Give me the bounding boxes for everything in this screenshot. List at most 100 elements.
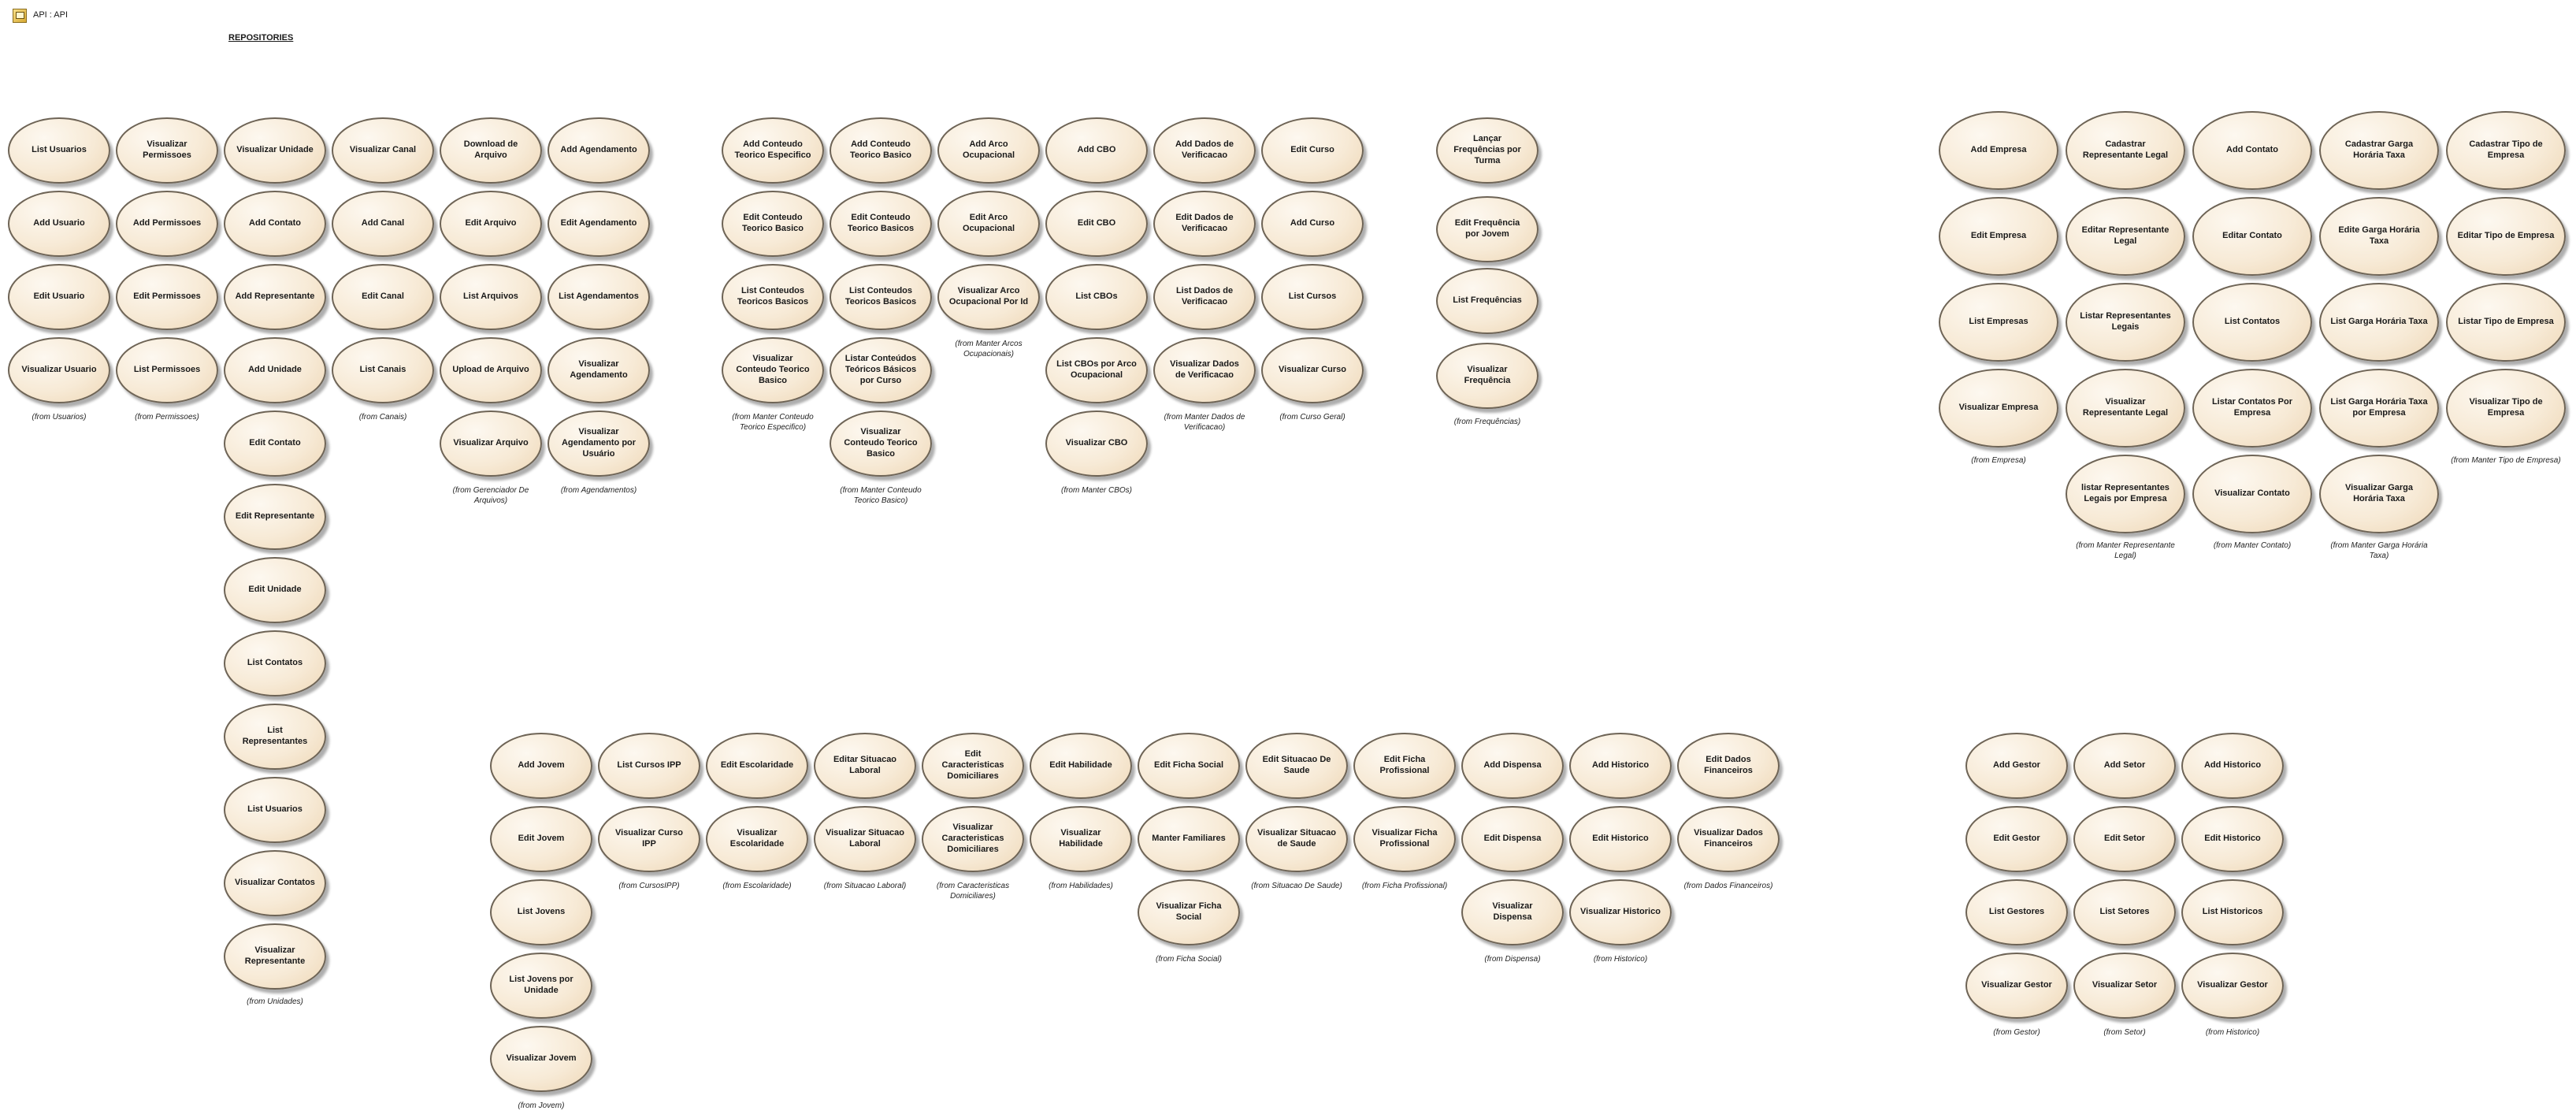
use-case-tipo-empresa[interactable]: Visualizar Tipo de Empresa <box>2446 369 2566 448</box>
use-case-arcos[interactable]: Visualizar Arco Ocupacional Por Id <box>937 264 1040 330</box>
use-case-permissoes[interactable]: Add Permissoes <box>116 191 218 257</box>
use-case-gestor[interactable]: Visualizar Gestor <box>1965 953 2068 1019</box>
use-case-cbos[interactable]: Edit CBO <box>1045 191 1148 257</box>
use-case-jovem[interactable]: Add Jovem <box>490 733 592 799</box>
use-case-situacao-laboral[interactable]: Editar Situacao Laboral <box>814 733 916 799</box>
use-case-escolaridade[interactable]: Edit Escolaridade <box>706 733 808 799</box>
use-case-habilidades[interactable]: Visualizar Habilidade <box>1030 806 1132 872</box>
use-case-garga-horaria[interactable]: Cadastrar Garga Horária Taxa <box>2319 111 2439 190</box>
use-case-empresa[interactable]: Visualizar Empresa <box>1939 369 2058 448</box>
use-case-curso[interactable]: List Cursos <box>1261 264 1364 330</box>
use-case-conteudo-especifico[interactable]: Add Conteudo Teorico Especifico <box>722 117 824 184</box>
use-case-garga-horaria[interactable]: Edite Garga Horária Taxa <box>2319 197 2439 276</box>
use-case-usuarios[interactable]: Visualizar Usuario <box>8 337 110 403</box>
use-case-dados-verificacao[interactable]: Add Dados de Verificacao <box>1153 117 1256 184</box>
use-case-curso[interactable]: Edit Curso <box>1261 117 1364 184</box>
use-case-arquivos[interactable]: Upload de Arquivo <box>440 337 542 403</box>
use-case-situacao-saude[interactable]: Visualizar Situacao de Saude <box>1245 806 1348 872</box>
use-case-garga-horaria[interactable]: Visualizar Garga Horária Taxa <box>2319 455 2439 533</box>
use-case-dispensa[interactable]: Edit Dispensa <box>1461 806 1564 872</box>
use-case-garga-horaria[interactable]: List Garga Horária Taxa <box>2319 283 2439 362</box>
use-case-conteudo-basico[interactable]: Listar Conteúdos Teóricos Básicos por Cu… <box>830 337 932 403</box>
use-case-empresa[interactable]: List Empresas <box>1939 283 2058 362</box>
use-case-curso[interactable]: Visualizar Curso <box>1261 337 1364 403</box>
use-case-setor[interactable]: Visualizar Setor <box>2073 953 2176 1019</box>
use-case-contato[interactable]: Add Contato <box>2192 111 2312 190</box>
use-case-dados-verificacao[interactable]: Visualizar Dados de Verificacao <box>1153 337 1256 403</box>
use-case-arquivos[interactable]: List Arquivos <box>440 264 542 330</box>
use-case-gestor[interactable]: List Gestores <box>1965 879 2068 945</box>
use-case-frequencias[interactable]: Edit Frequência por Jovem <box>1436 196 1539 262</box>
use-case-canais[interactable]: Add Canal <box>332 191 434 257</box>
use-case-historico-gestor[interactable]: List Historicos <box>2181 879 2284 945</box>
use-case-situacao-saude[interactable]: Edit Situacao De Saude <box>1245 733 1348 799</box>
use-case-arcos[interactable]: Edit Arco Ocupacional <box>937 191 1040 257</box>
use-case-empresa[interactable]: Add Empresa <box>1939 111 2058 190</box>
use-case-garga-horaria[interactable]: List Garga Horária Taxa por Empresa <box>2319 369 2439 448</box>
use-case-unidades[interactable]: Add Contato <box>224 191 326 257</box>
use-case-usuarios[interactable]: List Usuarios <box>8 117 110 184</box>
use-case-situacao-laboral[interactable]: Visualizar Situacao Laboral <box>814 806 916 872</box>
use-case-historico-jovem[interactable]: Add Historico <box>1569 733 1672 799</box>
use-case-arquivos[interactable]: Visualizar Arquivo <box>440 410 542 477</box>
use-case-canais[interactable]: Visualizar Canal <box>332 117 434 184</box>
use-case-cbos[interactable]: List CBOs por Arco Ocupacional <box>1045 337 1148 403</box>
use-case-unidades[interactable]: List Representantes <box>224 704 326 770</box>
use-case-cbos[interactable]: Visualizar CBO <box>1045 410 1148 477</box>
use-case-dados-verificacao[interactable]: Edit Dados de Verificacao <box>1153 191 1256 257</box>
use-case-tipo-empresa[interactable]: Editar Tipo de Empresa <box>2446 197 2566 276</box>
use-case-gestor[interactable]: Add Gestor <box>1965 733 2068 799</box>
use-case-unidades[interactable]: Visualizar Contatos <box>224 850 326 916</box>
use-case-gestor[interactable]: Edit Gestor <box>1965 806 2068 872</box>
use-case-setor[interactable]: Add Setor <box>2073 733 2176 799</box>
use-case-unidades[interactable]: List Usuarios <box>224 777 326 843</box>
use-case-dispensa[interactable]: Visualizar Dispensa <box>1461 879 1564 945</box>
use-case-historico-gestor[interactable]: Visualizar Gestor <box>2181 953 2284 1019</box>
use-case-dados-verificacao[interactable]: List Dados de Verificacao <box>1153 264 1256 330</box>
use-case-arquivos[interactable]: Edit Arquivo <box>440 191 542 257</box>
use-case-ficha-social[interactable]: Manter Familiares <box>1138 806 1240 872</box>
use-case-conteudo-basico[interactable]: List Conteudos Teoricos Basicos <box>830 264 932 330</box>
use-case-dispensa[interactable]: Add Dispensa <box>1461 733 1564 799</box>
use-case-habilidades[interactable]: Edit Habilidade <box>1030 733 1132 799</box>
use-case-curso-ipp[interactable]: Visualizar Curso IPP <box>598 806 700 872</box>
use-case-ficha-profissional[interactable]: Visualizar Ficha Profissional <box>1353 806 1456 872</box>
use-case-empresa[interactable]: Edit Empresa <box>1939 197 2058 276</box>
use-case-historico-gestor[interactable]: Edit Historico <box>2181 806 2284 872</box>
use-case-contato[interactable]: List Contatos <box>2192 283 2312 362</box>
use-case-canais[interactable]: Edit Canal <box>332 264 434 330</box>
use-case-permissoes[interactable]: List Permissoes <box>116 337 218 403</box>
use-case-frequencias[interactable]: Lançar Frequências por Turma <box>1436 117 1539 184</box>
use-case-representante-legal[interactable]: Editar Representante Legal <box>2066 197 2185 276</box>
use-case-contato[interactable]: Listar Contatos Por Empresa <box>2192 369 2312 448</box>
use-case-historico-jovem[interactable]: Edit Historico <box>1569 806 1672 872</box>
use-case-representante-legal[interactable]: Listar Representantes Legais <box>2066 283 2185 362</box>
use-case-curso[interactable]: Add Curso <box>1261 191 1364 257</box>
use-case-curso-ipp[interactable]: List Cursos IPP <box>598 733 700 799</box>
use-case-agendamentos[interactable]: List Agendamentos <box>547 264 650 330</box>
use-case-caracteristicas[interactable]: Visualizar Caracteristicas Domiciliares <box>922 806 1024 872</box>
use-case-representante-legal[interactable]: listar Representantes Legais por Empresa <box>2066 455 2185 533</box>
use-case-ficha-profissional[interactable]: Edit Ficha Profissional <box>1353 733 1456 799</box>
use-case-conteudo-especifico[interactable]: List Conteudos Teoricos Basicos <box>722 264 824 330</box>
use-case-jovem[interactable]: List Jovens por Unidade <box>490 953 592 1019</box>
use-case-unidades[interactable]: Visualizar Unidade <box>224 117 326 184</box>
use-case-conteudo-basico[interactable]: Edit Conteudo Teorico Basicos <box>830 191 932 257</box>
use-case-cbos[interactable]: Add CBO <box>1045 117 1148 184</box>
use-case-jovem[interactable]: Edit Jovem <box>490 806 592 872</box>
use-case-unidades[interactable]: Edit Unidade <box>224 557 326 623</box>
use-case-frequencias[interactable]: List Frequências <box>1436 268 1539 334</box>
use-case-unidades[interactable]: List Contatos <box>224 630 326 696</box>
use-case-agendamentos[interactable]: Visualizar Agendamento por Usuário <box>547 410 650 477</box>
use-case-ficha-social[interactable]: Edit Ficha Social <box>1138 733 1240 799</box>
use-case-caracteristicas[interactable]: Edit Caracteristicas Domiciliares <box>922 733 1024 799</box>
use-case-frequencias[interactable]: Visualizar Frequência <box>1436 343 1539 409</box>
use-case-unidades[interactable]: Edit Representante <box>224 484 326 550</box>
use-case-dados-financeiros[interactable]: Edit Dados Financeiros <box>1677 733 1780 799</box>
use-case-canais[interactable]: List Canais <box>332 337 434 403</box>
use-case-cbos[interactable]: List CBOs <box>1045 264 1148 330</box>
use-case-representante-legal[interactable]: Visualizar Representante Legal <box>2066 369 2185 448</box>
use-case-agendamentos[interactable]: Add Agendamento <box>547 117 650 184</box>
use-case-agendamentos[interactable]: Edit Agendamento <box>547 191 650 257</box>
use-case-escolaridade[interactable]: Visualizar Escolaridade <box>706 806 808 872</box>
